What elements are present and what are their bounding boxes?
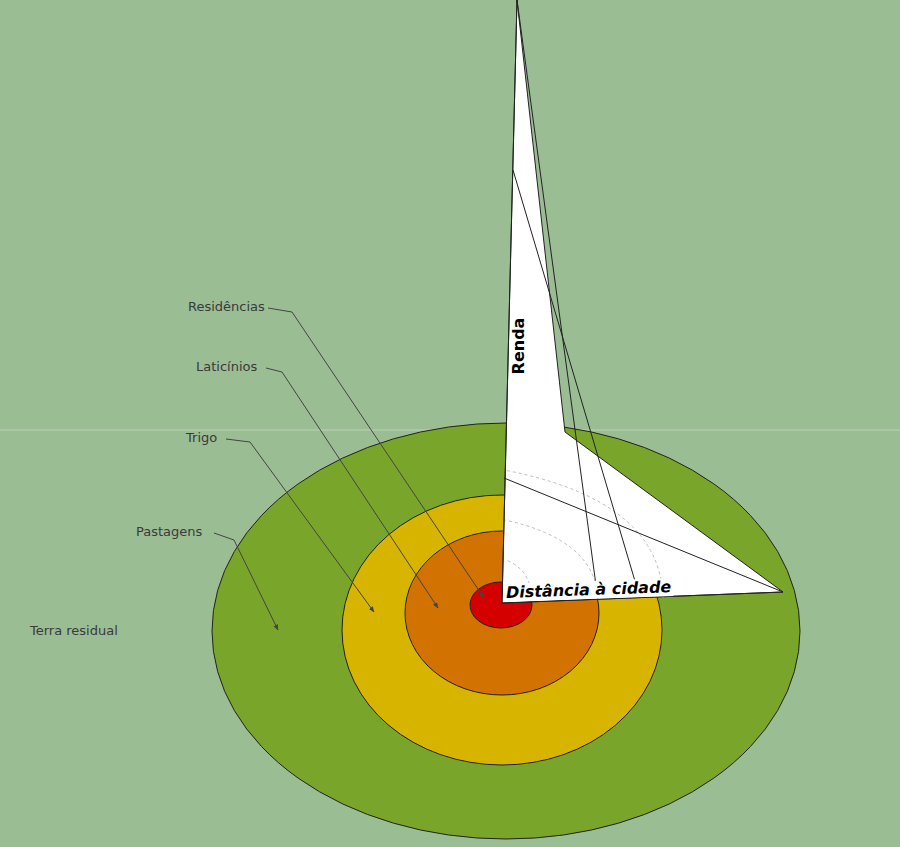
zone-label: Laticínios — [196, 359, 257, 375]
rent-lines — [502, 0, 783, 603]
axis-label: Distância à cidade — [504, 578, 674, 602]
axis-label: Renda — [510, 316, 528, 377]
zone-label: Residências — [188, 299, 265, 315]
zone-label: Pastagens — [136, 524, 202, 540]
leader-lines — [214, 308, 484, 630]
zone-label: Terra residual — [30, 623, 118, 639]
zone-label: Trigo — [186, 430, 217, 446]
rent-surface — [502, 0, 783, 603]
